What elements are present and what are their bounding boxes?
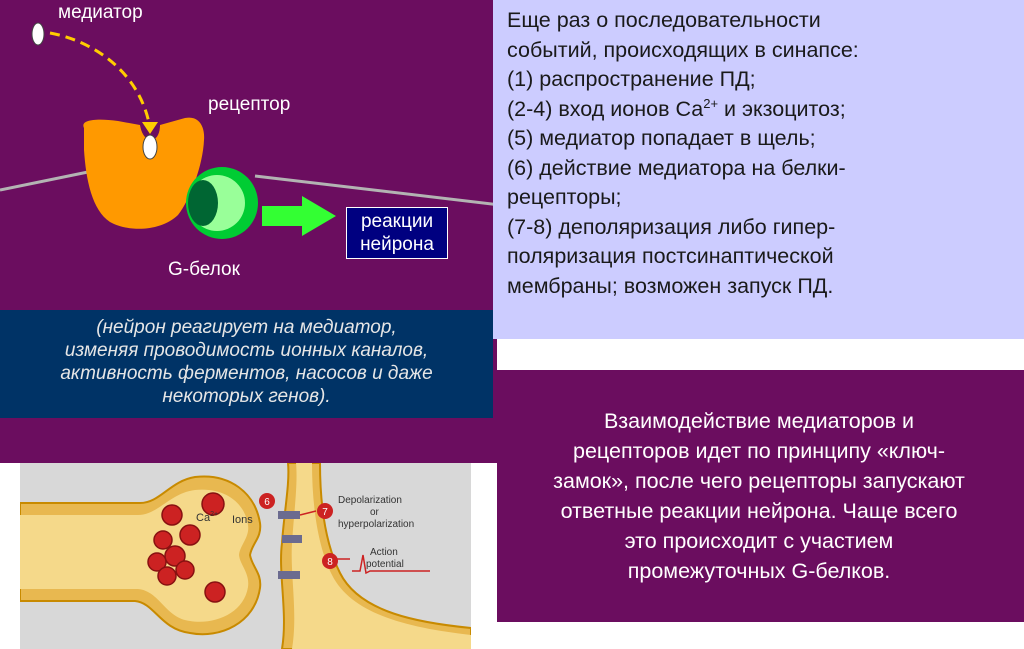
step-8-label: 8 (327, 557, 333, 568)
receptor-channel (278, 511, 300, 519)
reaction-label-line: реакции (347, 210, 447, 233)
mediator-path (50, 33, 150, 128)
note-line: активность ферментов, насосов и даже (0, 362, 493, 385)
step-superscript: 2+ (703, 96, 718, 111)
reaction-arrow (262, 196, 336, 236)
receptor-shape (83, 118, 204, 229)
sequence-title-line: событий, происходящих в синапсе: (507, 36, 1012, 66)
sequence-step: рецепторы; (507, 183, 1012, 213)
key-lock-line: ответные реакции нейрона. Чаще всего (494, 496, 1024, 526)
g-protein-label: G-белок (168, 259, 240, 281)
receptor-channel (278, 571, 300, 579)
vesicle (205, 582, 225, 602)
key-lock-line: промежуточных G-белков. (494, 556, 1024, 586)
receptor-diagram (0, 0, 497, 310)
key-lock-text-box: Взаимодействие медиаторов и рецепторов и… (494, 370, 1024, 622)
receptor-label: рецептор (208, 94, 290, 116)
sequence-step: (6) действие медиатора на белки- (507, 154, 1012, 184)
hyperpolarization-label: hyperpolarization (338, 519, 414, 530)
reaction-label-line: нейрона (347, 233, 447, 256)
key-lock-line: Взаимодействие медиаторов и (494, 406, 1024, 436)
synapse-sequence-text: Еще раз о последовательности событий, пр… (493, 0, 1024, 339)
receptor-channel (282, 535, 302, 543)
receptor-diagram-panel: медиатор рецептор G-белок реакции нейрон… (0, 0, 497, 463)
synapse-illustration: 6 7 8 Ca2+ Ions Depolarization or hyperp… (20, 463, 471, 649)
action-label: Action (370, 547, 398, 558)
sequence-step: мембраны; возможен запуск ПД. (507, 272, 1012, 302)
note-line: некоторых генов). (0, 385, 493, 408)
sequence-title-line: Еще раз о последовательности (507, 6, 1012, 36)
ca-text: Ca (196, 512, 211, 524)
note-line: изменяя проводимость ионных каналов, (0, 339, 493, 362)
key-lock-line: рецепторов идет по принципу «ключ- (494, 436, 1024, 466)
vesicle (176, 561, 194, 579)
or-label: or (370, 507, 380, 518)
sequence-step: поляризация постсинаптической (507, 242, 1012, 272)
step-text: (2-4) вход ионов Са (507, 97, 703, 121)
step-7-label: 7 (322, 507, 328, 518)
free-mediator-icon (32, 23, 44, 45)
ca-superscript: 2+ (210, 511, 218, 518)
mediator-path-arrowhead (142, 122, 158, 134)
vesicle (180, 525, 200, 545)
sequence-step: (1) распространение ПД; (507, 65, 1012, 95)
g-protein-core (188, 180, 218, 226)
mediator-label: медиатор (58, 2, 143, 24)
ions-label: Ions (232, 514, 253, 526)
vesicle (158, 567, 176, 585)
sequence-step: (7-8) деполяризация либо гипер- (507, 213, 1012, 243)
note-line: (нейрон реагирует на медиатор, (0, 316, 493, 339)
note-box: (нейрон реагирует на медиатор, изменяя п… (0, 310, 493, 418)
sequence-step: (2-4) вход ионов Са2+ и экзоцитоз; (507, 95, 1012, 125)
vesicle (162, 505, 182, 525)
vesicle (154, 531, 172, 549)
potential-label: potential (366, 559, 404, 570)
step-text: и экзоцитоз; (718, 97, 846, 121)
step-6-label: 6 (264, 497, 270, 508)
sequence-step: (5) медиатор попадает в щель; (507, 124, 1012, 154)
bound-mediator-icon (143, 135, 157, 159)
key-lock-line: это происходит с участием (494, 526, 1024, 556)
depolarization-label: Depolarization (338, 495, 402, 506)
neuron-reaction-box: реакции нейрона (346, 207, 448, 259)
key-lock-line: замок», после чего рецепторы запускают (494, 466, 1024, 496)
